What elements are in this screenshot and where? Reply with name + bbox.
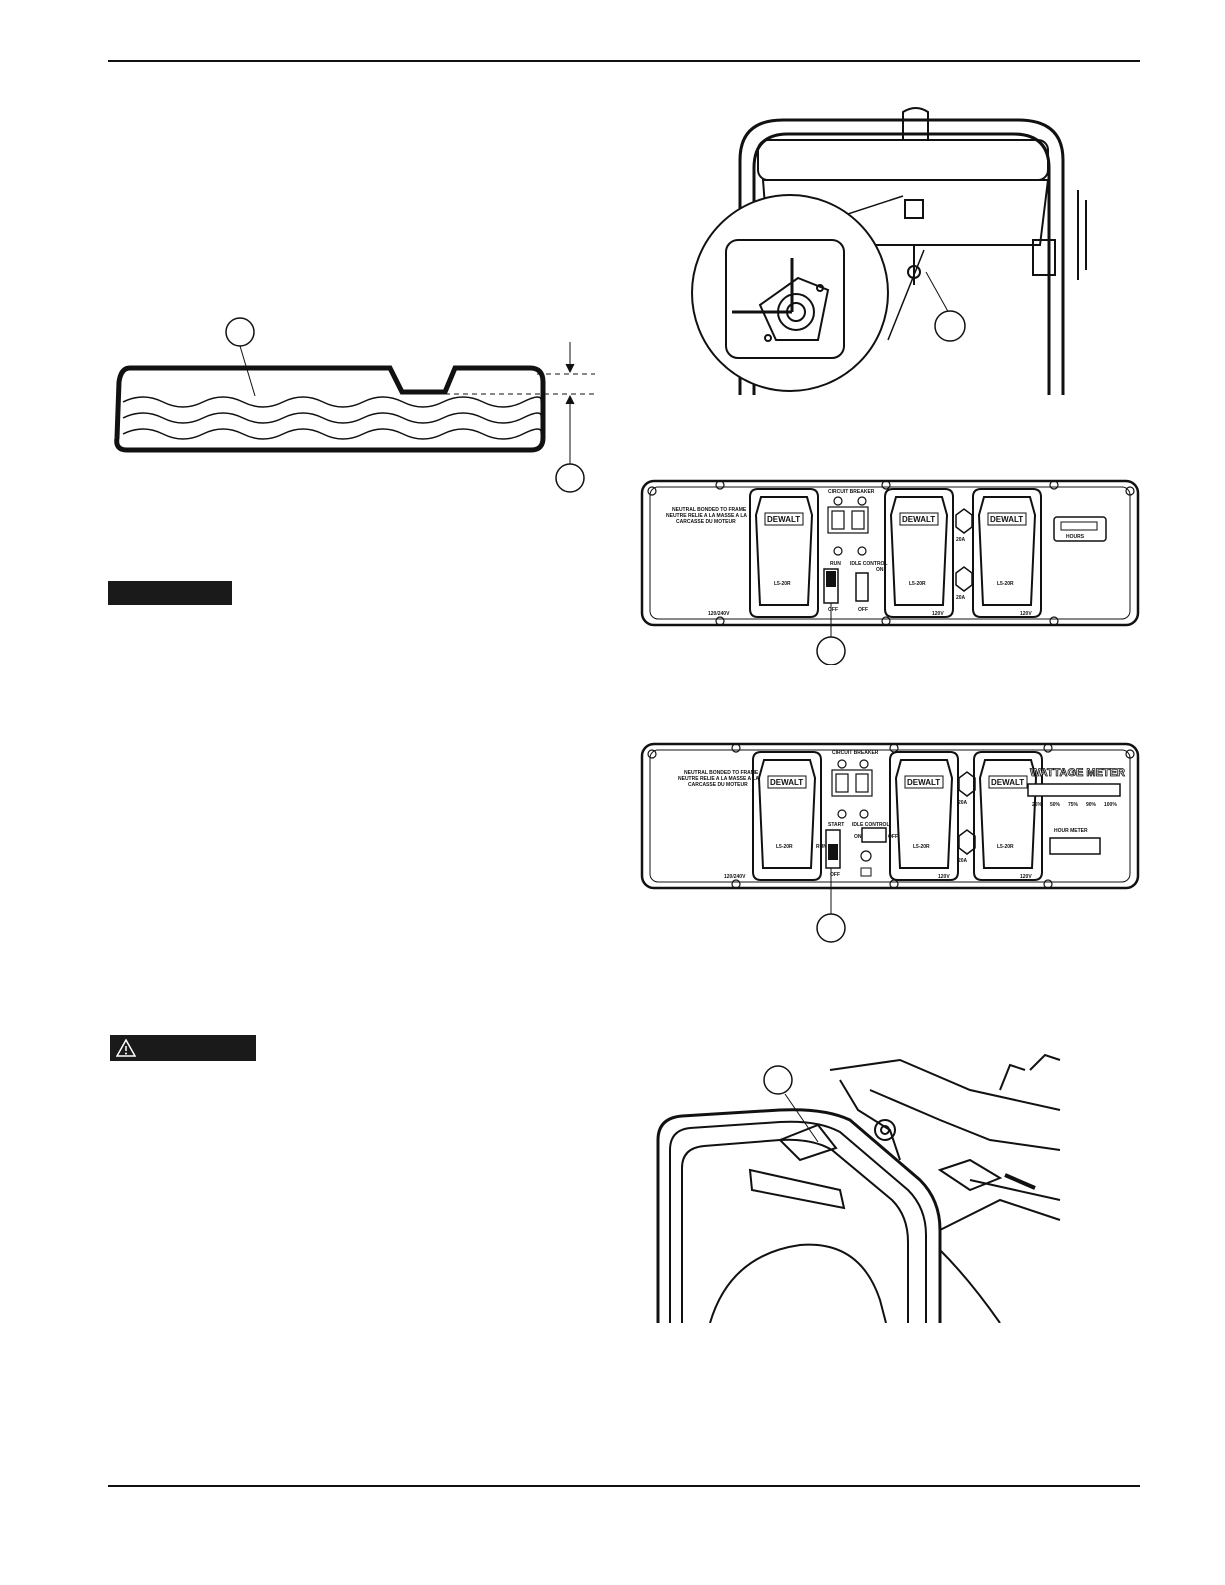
oil-level-figure bbox=[114, 317, 595, 493]
brand-label: DEWALT bbox=[770, 778, 803, 787]
wattage-scale-label: 90% bbox=[1086, 802, 1097, 808]
idle-control-switch[interactable] bbox=[861, 827, 887, 843]
notice-signal-box bbox=[108, 581, 232, 605]
outlet-label: L5-20R bbox=[909, 581, 926, 587]
outlet-group bbox=[749, 488, 1042, 618]
hour-meter bbox=[1053, 516, 1107, 542]
voltage-label: 120V bbox=[938, 874, 950, 880]
off-label: OFF bbox=[830, 872, 840, 878]
breaker-amp-label: 20A bbox=[958, 800, 968, 806]
wattage-scale-label: 25% bbox=[1032, 802, 1043, 808]
callout-circle bbox=[816, 913, 846, 943]
run-label: RUN bbox=[830, 561, 841, 567]
on-label: ON bbox=[876, 567, 884, 573]
callout-circle bbox=[816, 636, 846, 665]
voltage-label: 120/240V bbox=[708, 611, 730, 617]
outlet-label: L5-20R bbox=[774, 581, 791, 587]
brand-label: DEWALT bbox=[767, 515, 800, 524]
callout-circle bbox=[225, 317, 255, 347]
voltage-label: 120V bbox=[1020, 611, 1032, 617]
outlet-label: L5-20R bbox=[997, 844, 1014, 850]
voltage-label: 120/240V bbox=[724, 874, 746, 880]
callout-circle bbox=[555, 463, 585, 493]
breaker-amp-label: 20A bbox=[956, 595, 966, 601]
callout-circle bbox=[763, 1065, 793, 1095]
outlet-label: L5-20R bbox=[997, 581, 1014, 587]
hour-meter-label: HOUR METER bbox=[1054, 828, 1088, 834]
wattage-scale-label: 100% bbox=[1104, 802, 1117, 808]
outlet-label: L5-20R bbox=[913, 844, 930, 850]
breaker-amp-label: 20A bbox=[956, 537, 966, 543]
wattage-scale-label: 75% bbox=[1068, 802, 1079, 808]
wattage-meter-title: WATTAGE METER bbox=[1030, 767, 1125, 779]
run-label: RUN bbox=[816, 844, 827, 850]
control-panel-b-figure: DEWALT DEWALT DEWALT L5-20R L5-20R L5-20… bbox=[640, 742, 1140, 943]
neutral-text: NEUTRAL BONDED TO FRAME bbox=[684, 770, 759, 776]
hour-meter-label: HOURS bbox=[1066, 534, 1085, 540]
start-label: START bbox=[828, 822, 844, 828]
on-label: ON bbox=[854, 834, 862, 840]
bottom-rule bbox=[108, 1485, 1140, 1487]
callout-circle bbox=[934, 310, 966, 342]
outlet-label: L5-20R bbox=[776, 844, 793, 850]
warning-triangle-icon bbox=[116, 1038, 136, 1057]
brand-label: DEWALT bbox=[990, 515, 1023, 524]
breaker-amp-label: 20A bbox=[958, 858, 968, 864]
idle-control-switch[interactable] bbox=[855, 572, 869, 602]
air-filter-figure bbox=[656, 1053, 1061, 1323]
top-rule bbox=[108, 60, 1140, 62]
control-panel-a-figure: DEWALT DEWALT DEWALT L5-20R L5-20R L5-20… bbox=[640, 479, 1140, 665]
wattage-meter bbox=[1027, 783, 1121, 797]
voltage-label: 120V bbox=[932, 611, 944, 617]
off-label: OFF bbox=[828, 607, 838, 613]
brand-label: DEWALT bbox=[902, 515, 935, 524]
neutral-text: CARCASSE DU MOTEUR bbox=[688, 782, 748, 788]
voltage-label: 120V bbox=[1020, 874, 1032, 880]
off-label: OFF bbox=[858, 607, 868, 613]
circuit-breaker-label: CIRCUIT BREAKER bbox=[828, 489, 875, 495]
brand-label: DEWALT bbox=[907, 778, 940, 787]
off-label: OFF bbox=[888, 834, 898, 840]
neutral-text: NEUTRE RELIE A LA MASSE A LA bbox=[678, 776, 759, 782]
idle-control-label: IDLE CONTROL bbox=[852, 822, 890, 828]
brand-label: DEWALT bbox=[991, 778, 1024, 787]
circuit-breaker-label: CIRCUIT BREAKER bbox=[832, 750, 879, 756]
neutral-text: NEUTRAL BONDED TO FRAME bbox=[672, 507, 747, 513]
hour-meter bbox=[1049, 837, 1101, 855]
neutral-text: NEUTRE RELIE A LA MASSE A LA bbox=[666, 513, 747, 519]
fuel-valve-figure bbox=[691, 107, 1087, 395]
wattage-scale-label: 50% bbox=[1050, 802, 1061, 808]
neutral-text: CARCASSE DU MOTEUR bbox=[676, 519, 736, 525]
warning-signal-box bbox=[110, 1035, 256, 1061]
idle-control-label: IDLE CONTROL bbox=[850, 561, 888, 567]
